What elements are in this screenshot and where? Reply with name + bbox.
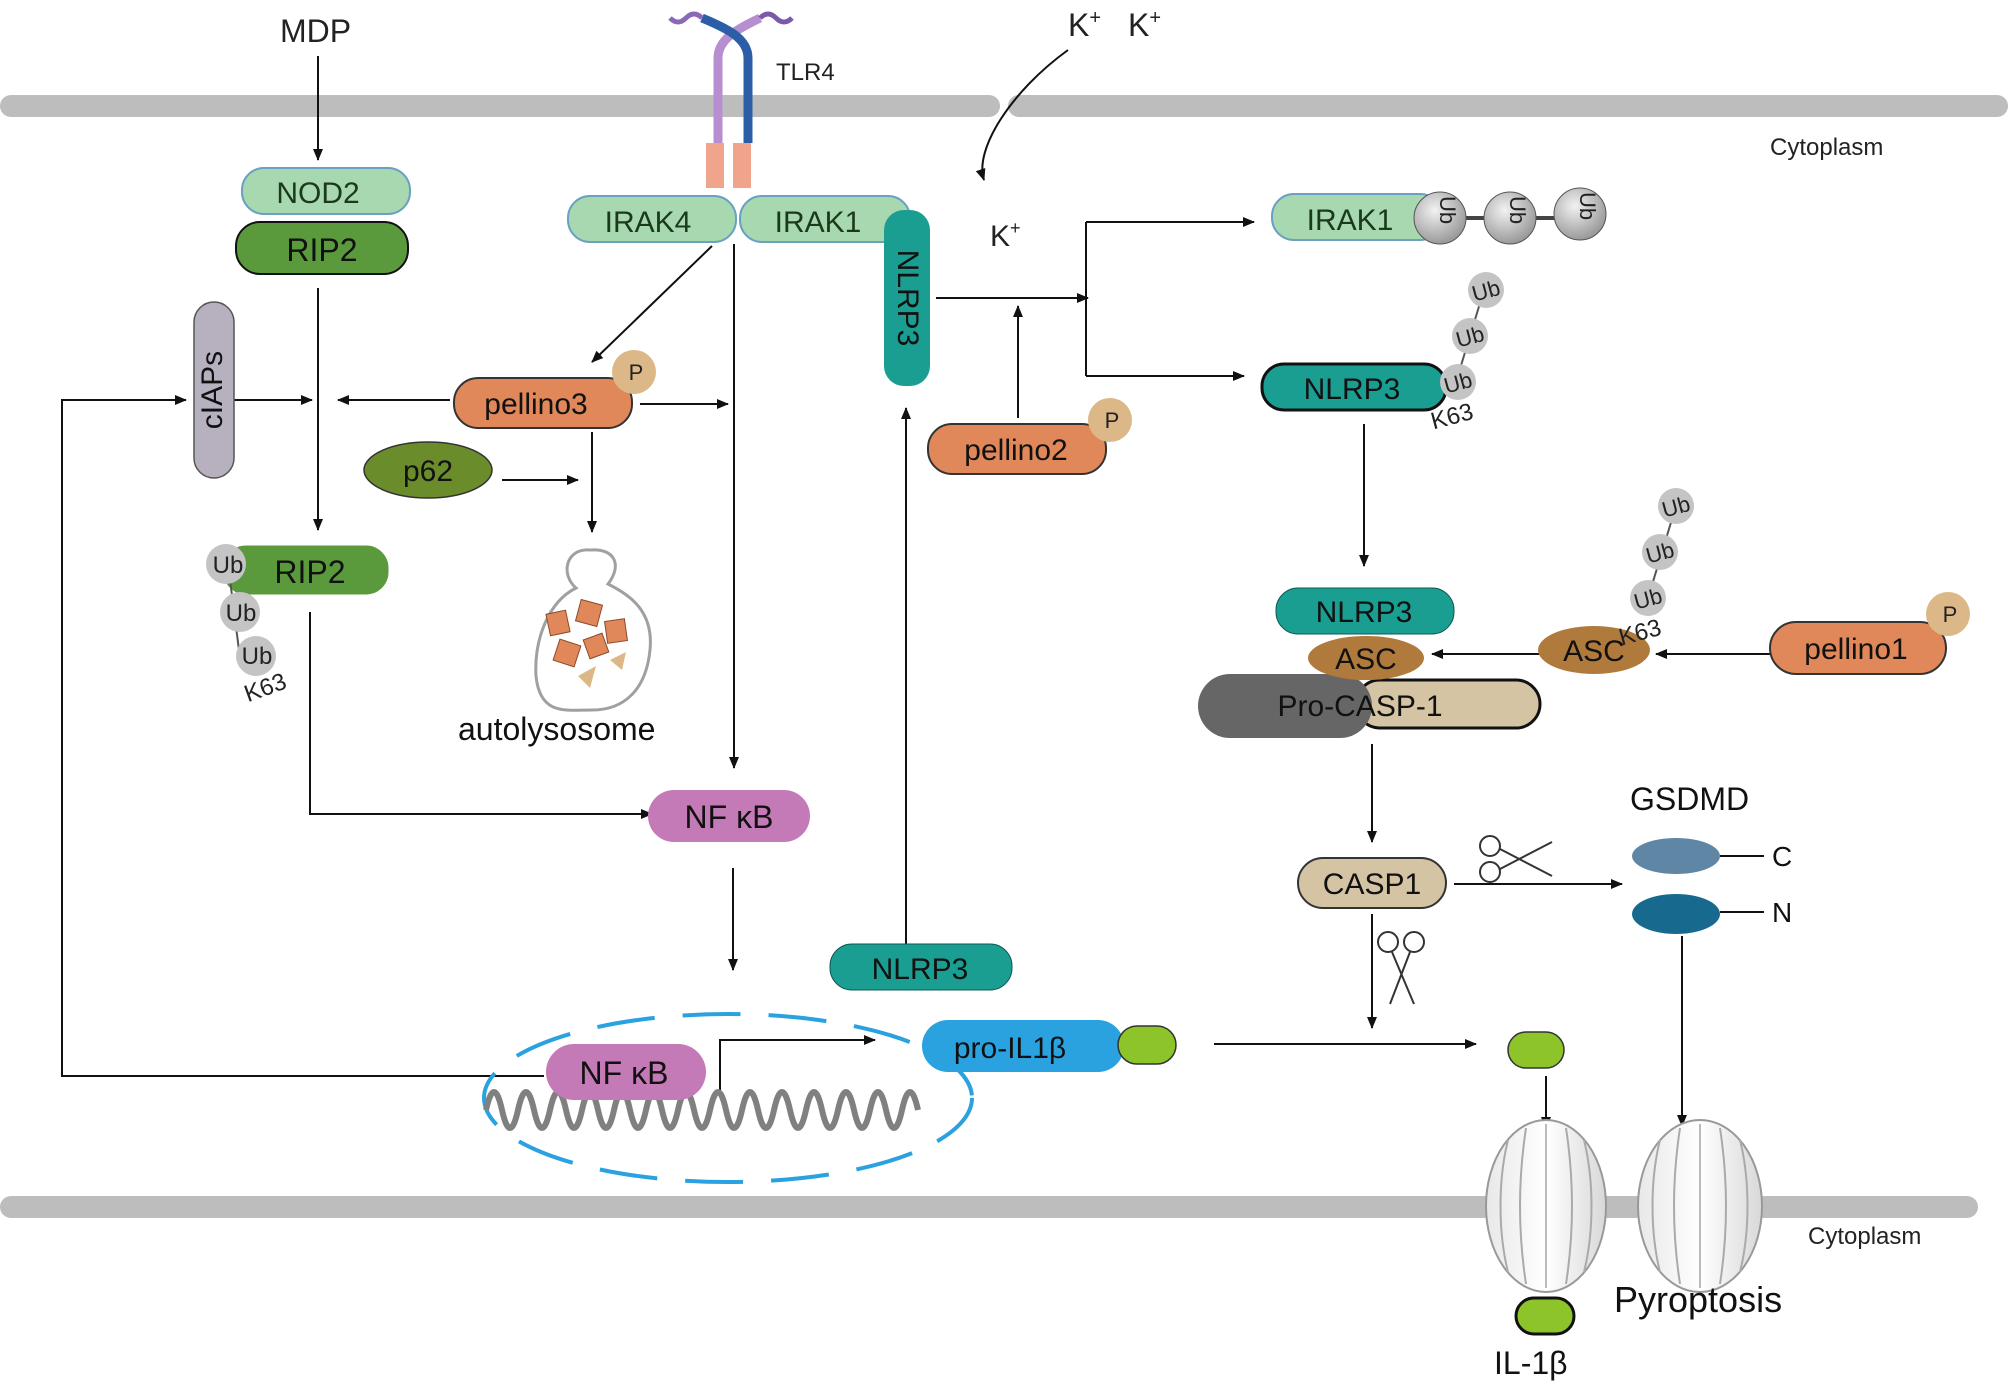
nlrp3-complex-node: NLRP3 [1275, 587, 1455, 635]
pellino1-node: pellino1 P [1769, 592, 1970, 675]
svg-text:K63: K63 [1616, 614, 1664, 651]
svg-text:NF κB: NF κB [685, 799, 774, 835]
gsdmd-c-terminal: C [1632, 838, 1792, 874]
rip2-ubiquitinated-node: RIP2 [223, 545, 389, 595]
connector-lines [61, 49, 1770, 1129]
irak1-node: IRAK1 [739, 195, 911, 243]
svg-text:N: N [1772, 897, 1792, 928]
autolysosome-label: autolysosome [458, 711, 655, 747]
pellino2-node: pellino2 P [927, 398, 1132, 475]
svg-text:P: P [1943, 602, 1958, 627]
svg-text:Pro-CASP-1: Pro-CASP-1 [1277, 690, 1442, 723]
svg-text:RIP2: RIP2 [286, 232, 357, 268]
dna-helix-icon [483, 1089, 921, 1131]
irak1-ub-chain: Ub Ub Ub [1413, 187, 1607, 245]
svg-text:ASC: ASC [1563, 635, 1625, 668]
pore-icon [1485, 1119, 1607, 1293]
mature-il1b-cytoplasm [1507, 1031, 1565, 1069]
pellino3-node: pellino3 P [453, 350, 656, 429]
svg-text:C: C [1772, 841, 1792, 872]
svg-text:NLRP3: NLRP3 [872, 953, 969, 986]
nlrp3-ub-chain: Ub Ub Ub K63 [1428, 272, 1504, 435]
svg-text:P: P [629, 360, 644, 385]
pro-il1b-node: pro-IL1β [922, 1020, 1177, 1072]
gsdmd-n-terminal: N [1632, 894, 1792, 934]
svg-text:CASP1: CASP1 [1323, 868, 1421, 901]
receptor-icon [668, 11, 794, 188]
p62-node: p62 [363, 441, 493, 499]
bottom-membrane [0, 1196, 1978, 1218]
svg-text:pellino1: pellino1 [1804, 633, 1907, 666]
nlrp3-lower-node: NLRP3 [829, 943, 1013, 991]
nfkb-node: NF κB [648, 790, 810, 842]
asc-ub-chain: Ub Ub Ub K63 [1616, 488, 1694, 651]
rip2-ub-chain: Ub Ub Ub K63 [206, 544, 290, 708]
rip2-node: RIP2 [235, 221, 409, 275]
tlr4-label: TLR4 [776, 59, 835, 86]
pro-casp1-node: Pro-CASP-1 [1198, 674, 1542, 738]
scissors-icon [1479, 835, 1553, 883]
svg-text:pellino2: pellino2 [964, 434, 1067, 467]
svg-text:IRAK1: IRAK1 [775, 206, 862, 239]
nod2-node: NOD2 [241, 167, 411, 215]
scissors-icon [1377, 931, 1425, 1005]
potassium-ion-inside: K+ [990, 218, 1021, 253]
svg-text:p62: p62 [403, 455, 453, 488]
asc-complex-node: ASC [1308, 636, 1424, 680]
pore-icon [1637, 1119, 1763, 1293]
svg-text:Ub: Ub [1505, 196, 1530, 224]
svg-text:ASC: ASC [1335, 643, 1397, 676]
svg-text:pellino3: pellino3 [484, 388, 587, 421]
casp1-node: CASP1 [1297, 857, 1447, 909]
svg-text:pro-IL1β: pro-IL1β [954, 1032, 1066, 1065]
svg-text:Ub: Ub [1435, 196, 1460, 224]
ciaps-node: cIAPs [193, 301, 235, 479]
irak1-ubiquitinated-node: IRAK1 [1271, 193, 1443, 241]
mdp-label: MDP [280, 13, 351, 49]
svg-text:NF κB: NF κB [580, 1055, 669, 1091]
cytoplasm-label-top: Cytoplasm [1770, 134, 1883, 161]
svg-text:P: P [1105, 408, 1120, 433]
cytoplasm-label-bottom: Cytoplasm [1808, 1223, 1921, 1250]
pyroptosis-label: Pyroptosis [1614, 1279, 1782, 1320]
svg-text:IRAK4: IRAK4 [605, 206, 692, 239]
irak4-node: IRAK4 [567, 195, 737, 243]
svg-text:NLRP3: NLRP3 [1316, 596, 1413, 629]
svg-text:NOD2: NOD2 [276, 177, 359, 210]
asc-ubiquitinated-node: ASC [1538, 626, 1650, 674]
gsdmd-label: GSDMD [1630, 781, 1749, 817]
nucleus-boundary [482, 1012, 974, 1184]
nlrp3-ubiquitinated-node: NLRP3 [1260, 362, 1448, 412]
svg-text:Ub: Ub [1575, 192, 1600, 220]
svg-text:Ub: Ub [213, 552, 244, 579]
svg-text:cIAPs: cIAPs [196, 351, 229, 429]
svg-text:IRAK1: IRAK1 [1307, 204, 1394, 237]
secreted-il1b [1514, 1296, 1576, 1336]
svg-text:Ub: Ub [226, 600, 257, 627]
potassium-ions-outside: K+ K+ [1068, 7, 1161, 43]
svg-text:K+: K+ [1128, 7, 1161, 43]
svg-text:RIP2: RIP2 [274, 554, 345, 590]
svg-text:K+: K+ [1068, 7, 1101, 43]
il1b-label: IL-1β [1494, 1345, 1568, 1381]
nfkb-nuclear-node: NF κB [546, 1044, 706, 1100]
autolysosome-icon [534, 548, 652, 712]
nlrp3-vertical-node: NLRP3 [884, 210, 930, 386]
svg-text:Ub: Ub [242, 643, 273, 670]
svg-text:NLRP3: NLRP3 [891, 250, 924, 347]
svg-text:NLRP3: NLRP3 [1304, 373, 1401, 406]
